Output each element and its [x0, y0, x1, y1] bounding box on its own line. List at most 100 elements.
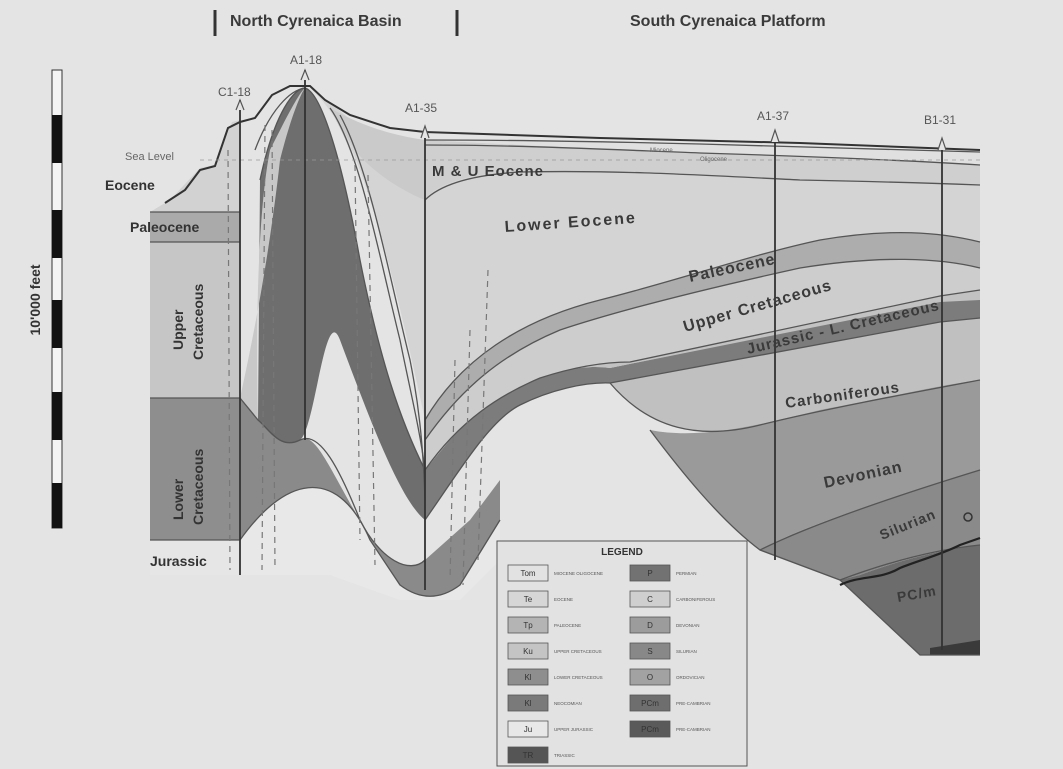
legend-name: ORDOVICIAN — [676, 675, 705, 680]
legend-code: Tom — [520, 569, 535, 578]
legend-item-left-5: Kl NEOCOMIAN — [507, 694, 582, 712]
well-label-b1-31: B1-31 — [924, 113, 956, 127]
wells — [239, 70, 943, 650]
legend-name: PRE-CAMBRIAN — [676, 727, 711, 732]
legend-code: TR — [523, 751, 534, 760]
legend-swatch — [507, 590, 549, 608]
well-a1-37-arrow — [770, 128, 780, 143]
upper-cretaceous-label-2: Cretaceous — [190, 284, 206, 360]
pcm-label: PC/m — [896, 582, 938, 605]
fault-traces — [227, 124, 489, 586]
legend-swatch — [507, 746, 549, 764]
legend-swatch — [629, 564, 671, 582]
legend-name: SILURIAN — [676, 649, 697, 654]
legend-name: TRIASSIC — [554, 753, 576, 758]
legend-swatch — [629, 590, 671, 608]
paleocene-label: Paleocene — [130, 219, 199, 235]
legend-right-column: P PERMIAN C CARBONIFEROUS D DEVONIAN S SILURIAN… — [629, 564, 715, 738]
legend-name: PRE-CAMBRIAN — [676, 701, 711, 706]
legend-code: S — [647, 647, 652, 656]
legend-swatch — [629, 694, 671, 712]
upper-cretaceous-label-1: Upper — [170, 309, 186, 350]
legend-name: CARBONIFEROUS — [676, 597, 715, 602]
legend-item-left-3: Ku UPPER CRETACEOUS — [507, 642, 602, 660]
legend-code: PCm — [641, 699, 659, 708]
legend-swatch — [507, 564, 549, 582]
legend-item-left-1: Te EOCENE — [507, 590, 573, 608]
legend-item-left-7: TR TRIASSIC — [507, 746, 576, 764]
legend-item-left-0: Tom MIOCENE OLIGOCENE — [507, 564, 603, 582]
legend-item-left-6: Ju UPPER JURASSIC — [507, 720, 594, 738]
legend-swatch — [629, 668, 671, 686]
legend-title: LEGEND — [601, 547, 643, 558]
legend-swatch — [629, 720, 671, 738]
legend-swatch — [507, 668, 549, 686]
well-a1-18-arrow — [300, 68, 310, 81]
legend-code: Te — [524, 595, 533, 604]
north-basin-header: North Cyrenaica Basin — [230, 13, 402, 30]
eocene-label: Eocene — [105, 177, 155, 193]
scale-bar: 10'000 feet — [27, 69, 63, 529]
geologic-layers — [150, 88, 980, 655]
well-labels: C1-18 A1-18 A1-35 A1-37 B1-31 — [218, 53, 956, 127]
legend-name: MIOCENE OLIGOCENE — [554, 571, 603, 576]
legend-code: O — [647, 673, 653, 682]
legend-name: EOCENE — [554, 597, 573, 602]
oligocene-label: Oligocene — [700, 157, 728, 163]
legend-code: D — [647, 621, 653, 630]
legend-name: NEOCOMIAN — [554, 701, 582, 706]
well-label-a1-18: A1-18 — [290, 53, 322, 67]
mu-eocene-label: M & U Eocene — [432, 163, 544, 180]
south-platform-header: South Cyrenaica Platform — [630, 13, 826, 30]
legend-item-right-6: PCm PRE-CAMBRIAN — [629, 720, 711, 738]
ordovician-marker — [963, 512, 973, 522]
layer-boundaries — [150, 85, 981, 656]
legend-item-right-0: P PERMIAN — [629, 564, 697, 582]
legend-name: PALEOCENE — [554, 623, 581, 628]
legend-code: P — [647, 569, 652, 578]
legend-swatch — [507, 694, 549, 712]
well-c1-18-arrow — [235, 98, 245, 111]
legend-swatch — [507, 616, 549, 634]
lower-cretaceous-label-1: Lower — [170, 478, 186, 520]
legend-code: PCm — [641, 725, 659, 734]
legend-item-left-2: Tp PALEOCENE — [507, 616, 581, 634]
legend-item-right-3: S SILURIAN — [629, 642, 697, 660]
well-label-a1-35: A1-35 — [405, 101, 437, 115]
legend-item-right-4: O ORDOVICIAN — [629, 668, 705, 686]
well-a1-35-arrow — [420, 124, 430, 139]
legend-code: Kl — [524, 673, 531, 682]
sea-level-label: Sea Level — [125, 151, 174, 163]
legend-code: Ku — [523, 647, 533, 656]
miocene-label: Miocene — [650, 148, 673, 154]
legend-swatch — [507, 720, 549, 738]
scale-bar-label: 10'000 feet — [27, 264, 43, 335]
legend-item-left-4: Kl LOWER CRETACEOUS — [507, 668, 603, 686]
legend-item-right-5: PCm PRE-CAMBRIAN — [629, 694, 711, 712]
legend-item-right-1: C CARBONIFEROUS — [629, 590, 715, 608]
well-b1-31-arrow — [937, 136, 947, 151]
legend-name: UPPER JURASSIC — [554, 727, 594, 732]
legend-name: DEVONIAN — [676, 623, 700, 628]
legend-swatch — [507, 642, 549, 660]
jurassic-label: Jurassic — [150, 553, 207, 569]
legend-swatch — [629, 616, 671, 634]
legend: LEGEND Tom MIOCENE OLIGOCENE Te EOCENE Tp PAL… — [496, 540, 748, 767]
header-bar: North Cyrenaica Basin South Cyrenaica Pl… — [213, 10, 826, 36]
legend-swatch — [629, 642, 671, 660]
legend-item-right-2: D DEVONIAN — [629, 616, 700, 634]
lower-cretaceous-label-2: Cretaceous — [190, 449, 206, 525]
legend-code: Ju — [524, 725, 532, 734]
well-label-c1-18: C1-18 — [218, 85, 251, 99]
legend-code: Kl — [524, 699, 531, 708]
left-stratigraphy-labels: Sea Level Eocene Paleocene Upper Cretace… — [105, 151, 207, 569]
legend-name: PERMIAN — [676, 571, 697, 576]
legend-code: Tp — [523, 621, 533, 630]
well-markers — [235, 68, 947, 151]
legend-code: C — [647, 595, 653, 604]
legend-name: LOWER CRETACEOUS — [554, 675, 603, 680]
legend-left-column: Tom MIOCENE OLIGOCENE Te EOCENE Tp PALEOCENE K… — [507, 564, 603, 764]
legend-name: UPPER CRETACEOUS — [554, 649, 602, 654]
well-label-a1-37: A1-37 — [757, 109, 789, 123]
